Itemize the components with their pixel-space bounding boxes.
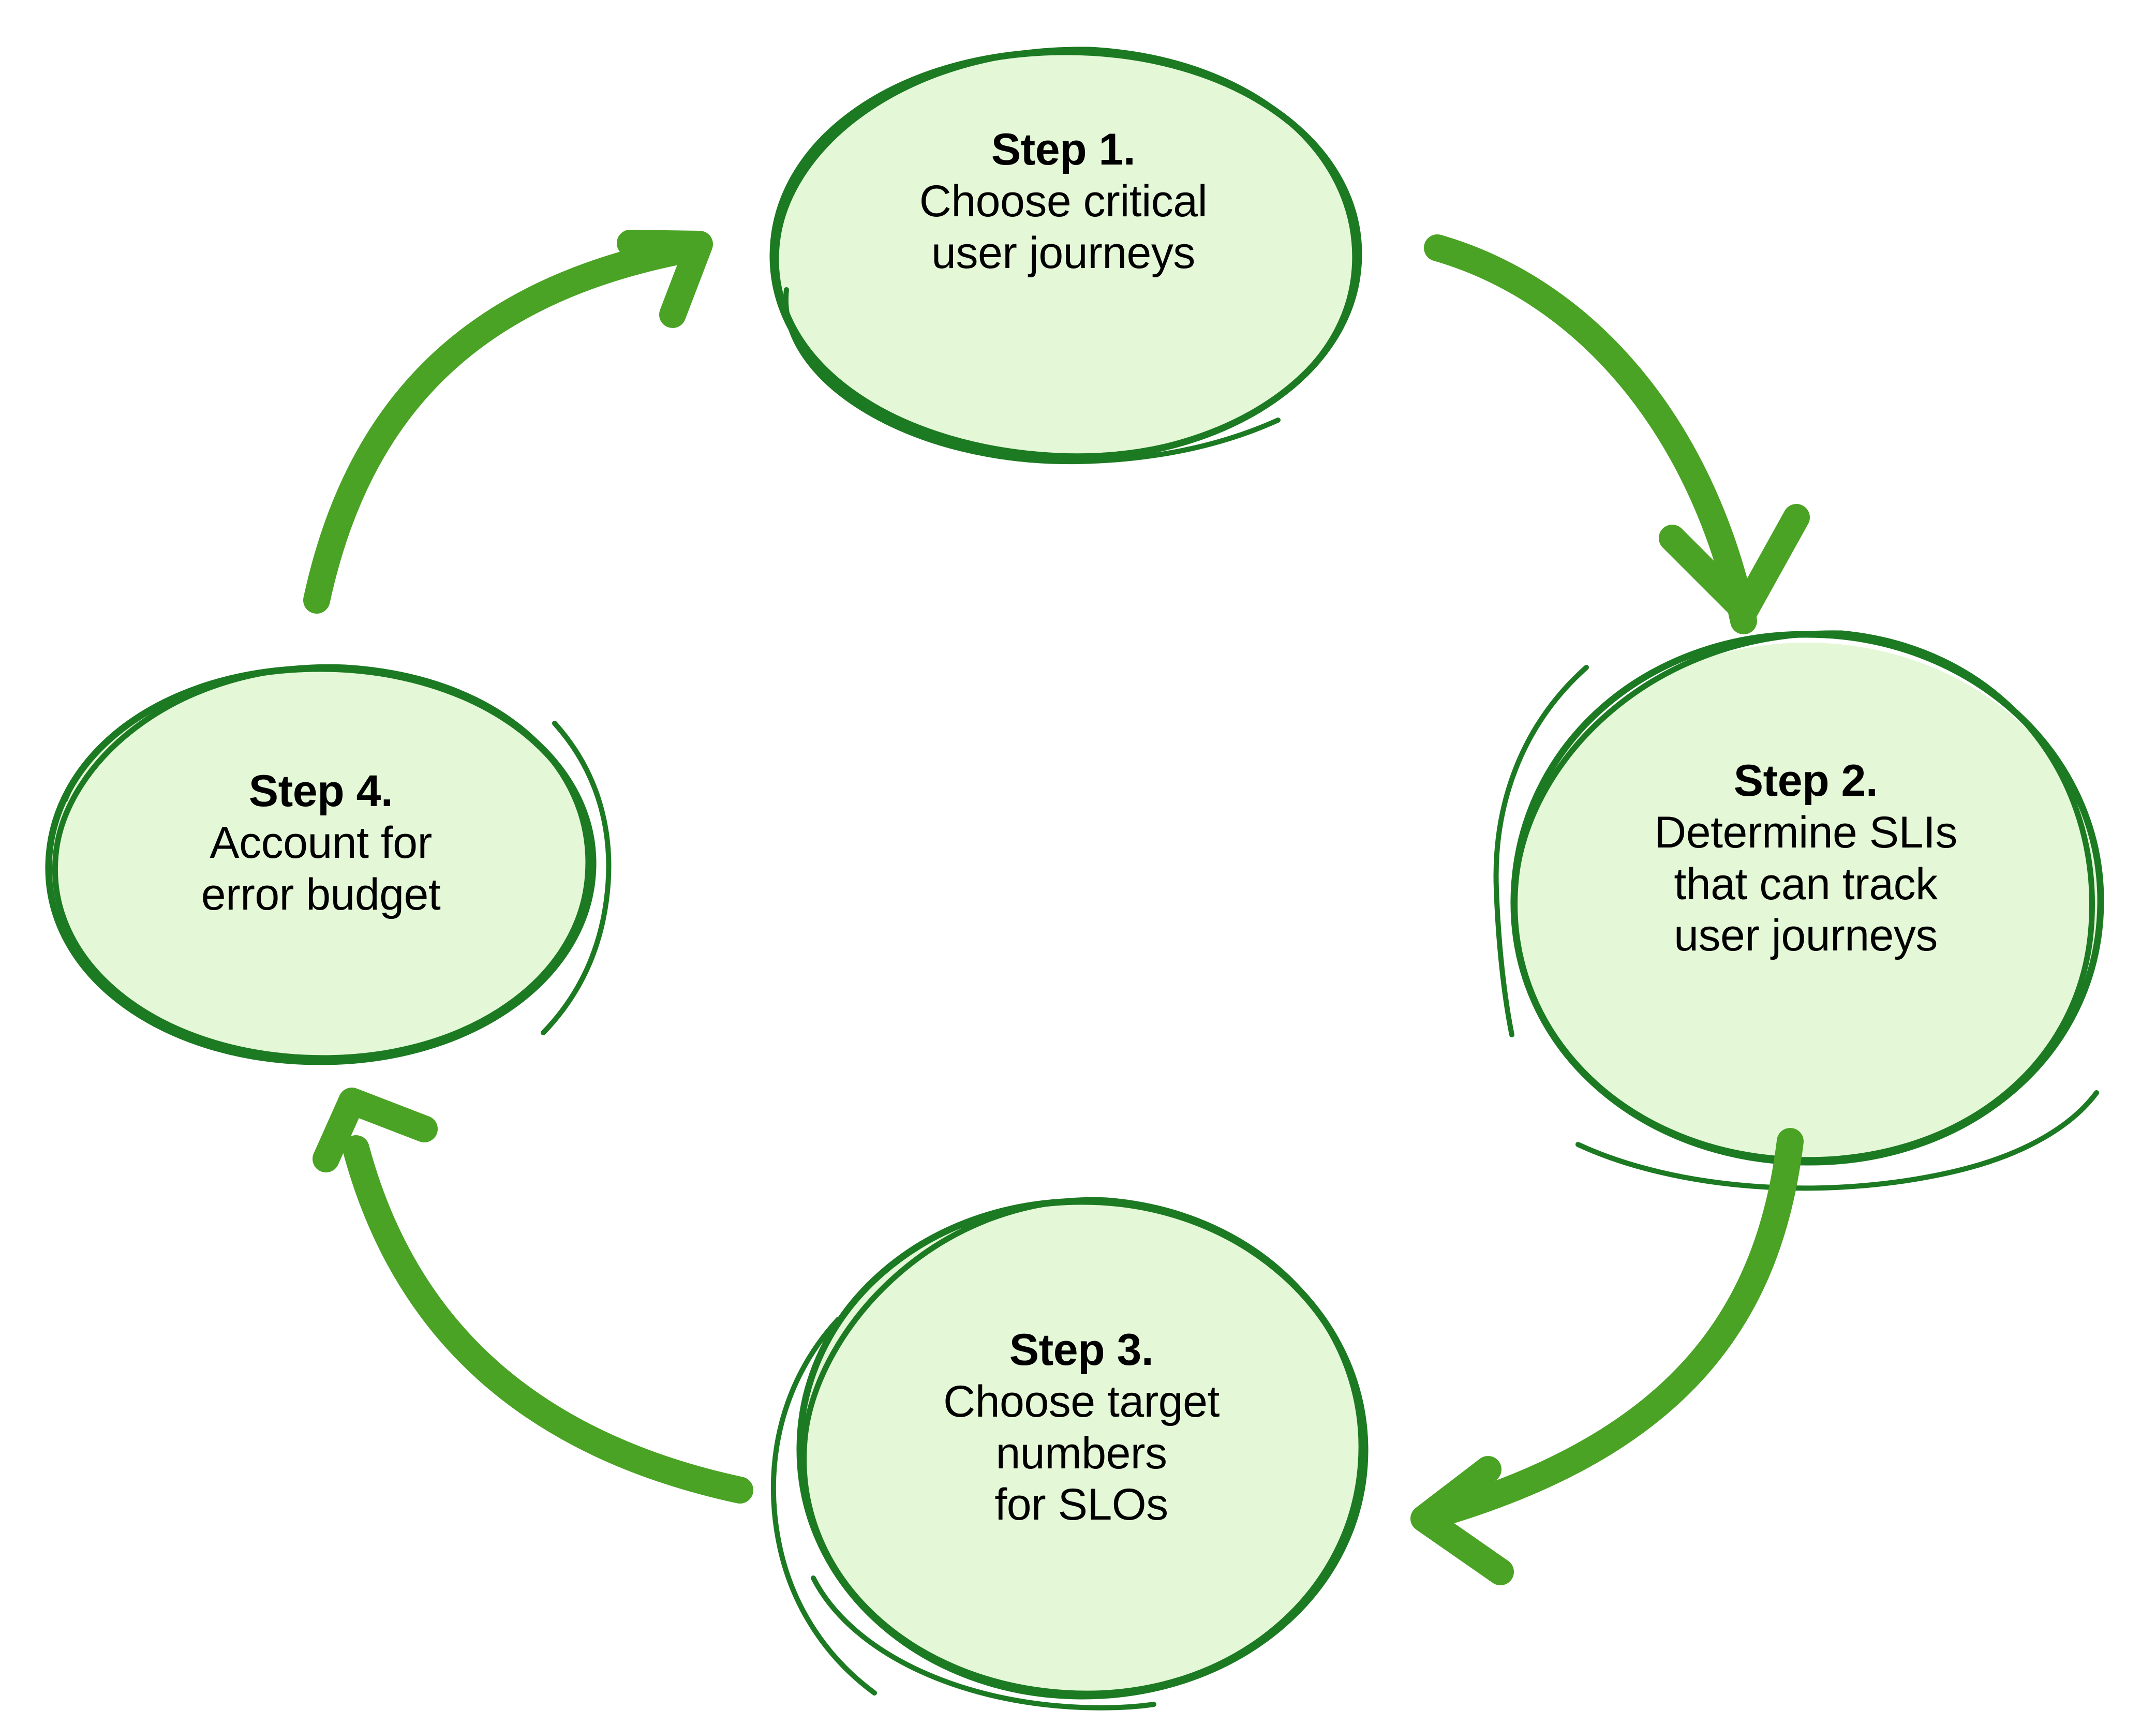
node-fill-step-2 (1512, 643, 2102, 1160)
step-title-3: Step 3. (1009, 1325, 1154, 1375)
node-label-step-3: Step 3. Choose target numbers for SLOs (786, 1325, 1376, 1531)
step-body-line-4-2: error budget (201, 869, 441, 919)
node-sketch-outline-d-step-4 (63, 671, 256, 802)
node-sketch-outline-c-step-3 (770, 1317, 877, 1696)
node-sketch-outline-d-step-2 (1575, 1090, 2099, 1191)
node-ellipse-step-4[interactable] (45, 664, 612, 1065)
step-body-line-3-1: Choose target (943, 1376, 1220, 1426)
node-fill-step-3 (798, 1200, 1367, 1697)
node-fill-step-4 (47, 667, 593, 1063)
step-body-line-2-3: user journeys (1674, 911, 1938, 961)
node-ellipse-step-2[interactable] (1493, 630, 2104, 1191)
step-body-line-4-1: Account for (210, 817, 432, 868)
node-sketch-outline-b-step-1 (773, 47, 1358, 459)
node-sketch-outline-b-step-4 (52, 664, 591, 1061)
arrow-head-3-to-4 (313, 1088, 438, 1172)
node-sketch-outline-d-step-3 (811, 1575, 1156, 1711)
arrow-step-3-to-step-4 (313, 1088, 753, 1504)
arrow-step-4-to-step-1 (303, 230, 713, 614)
node-ellipse-step-3[interactable] (770, 1197, 1369, 1711)
arrow-shaft-2-to-3 (1415, 1128, 1804, 1530)
node-label-step-4: Step 4. Account for error budget (47, 766, 595, 920)
step-title-4: Step 4. (248, 766, 393, 816)
step-body-line-2-1: Determine SLIs (1654, 807, 1957, 857)
step-body-line-1-1: Choose critical (919, 176, 1208, 226)
node-label-step-2: Step 2. Determine SLIs that can track us… (1511, 755, 2101, 962)
arrow-step-2-to-step-3 (1410, 1128, 1804, 1585)
node-ellipse-step-1[interactable] (769, 47, 1362, 465)
arrow-head-1-to-2 (1659, 504, 1810, 624)
step-body-line-2-2: that can track (1674, 859, 1938, 909)
arrow-shaft-1-to-2 (1424, 234, 1757, 634)
step-title-2: Step 2. (1733, 756, 1878, 806)
node-sketch-outline-c-step-2 (1493, 665, 1589, 1037)
arrow-head-2-to-3 (1410, 1456, 1514, 1585)
arrow-shaft-3-to-4 (343, 1135, 753, 1504)
arrow-head-4-to-1 (617, 230, 713, 328)
node-sketch-outline-b-step-3 (801, 1197, 1364, 1697)
step-body-line-1-2: user journeys (931, 228, 1195, 278)
step-title-1: Step 1. (991, 125, 1136, 174)
step-body-line-3-3: for SLOs (994, 1480, 1168, 1530)
arrow-step-1-to-step-2 (1424, 234, 1810, 634)
node-sketch-outline-c-step-4 (541, 721, 612, 1035)
node-fill-step-1 (775, 52, 1357, 457)
node-label-step-1: Step 1. Choose critical user journeys (768, 124, 1358, 279)
arrow-shaft-4-to-1 (303, 235, 707, 614)
step-body-line-3-2: numbers (995, 1428, 1167, 1478)
node-sketch-outline-c-step-1 (783, 287, 1281, 465)
